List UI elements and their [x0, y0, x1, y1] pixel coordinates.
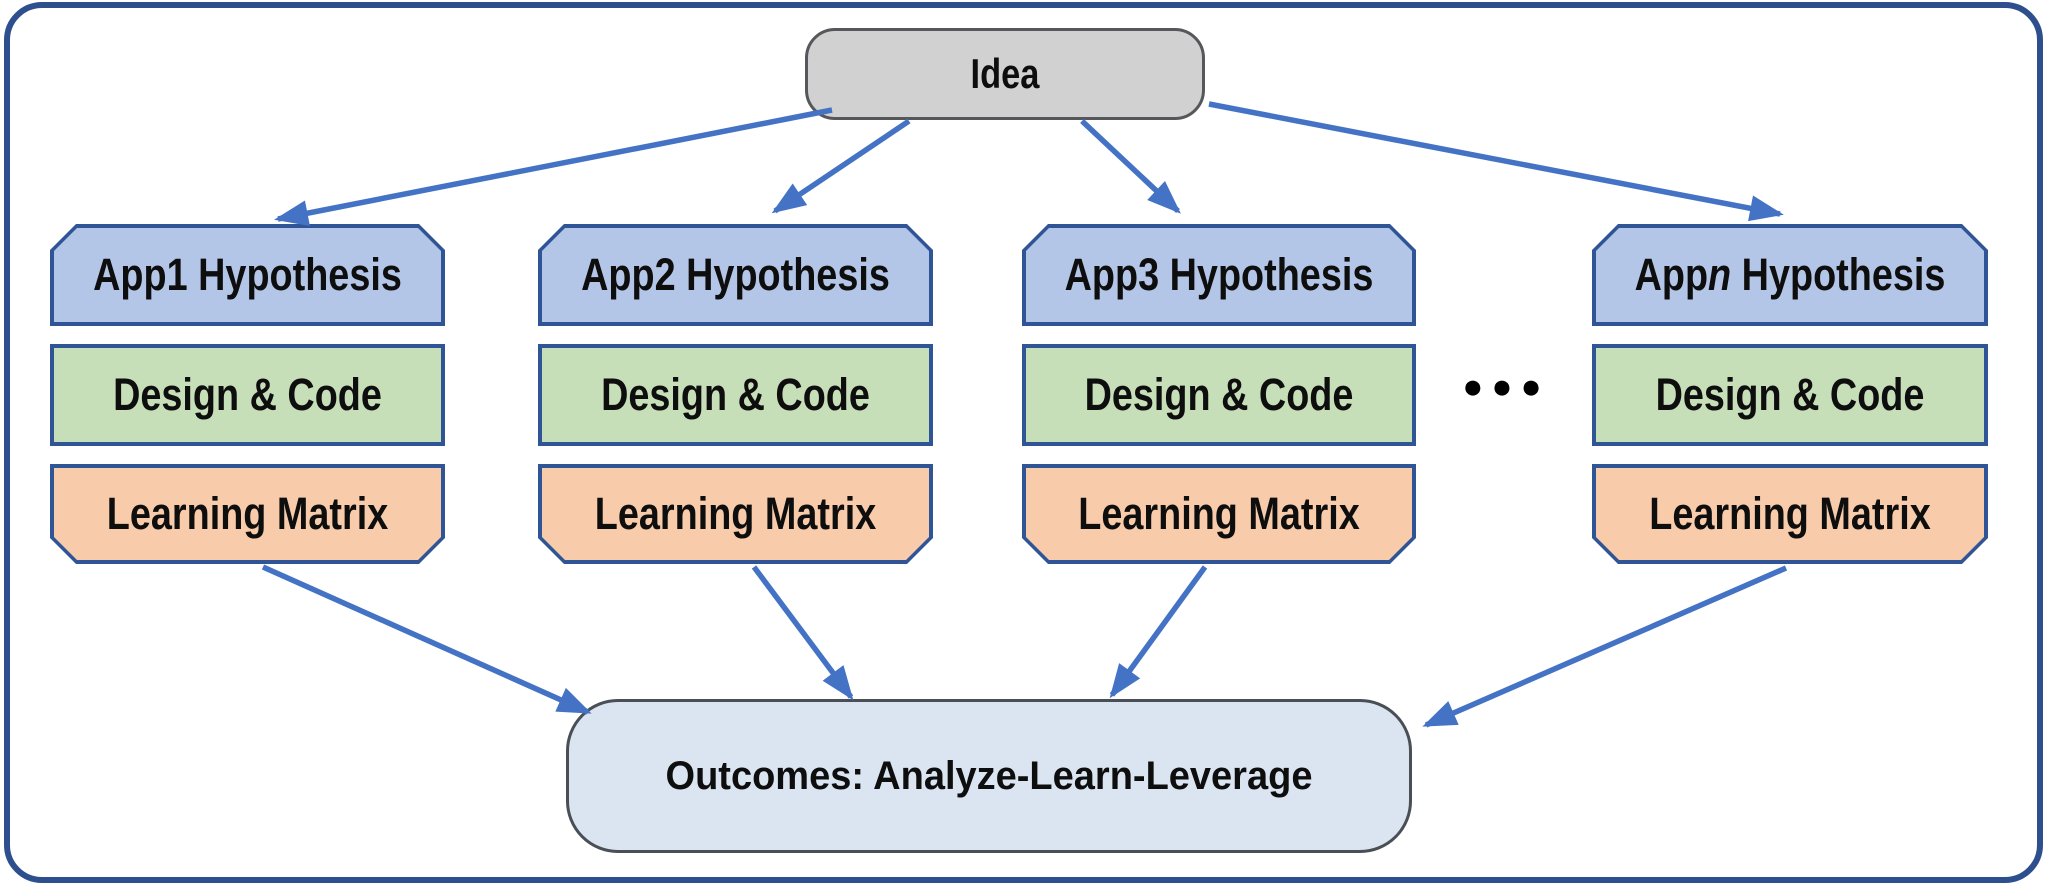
outcomes-node: Outcomes: Analyze-Learn-Leverage: [566, 699, 1412, 853]
hypothesis-suffix: Hypothesis: [1159, 249, 1374, 300]
learning-matrix-node-app1-fill: [54, 468, 441, 560]
design-code-label-app2: Design & Code: [601, 369, 870, 420]
hypothesis-prefix: App: [1064, 249, 1139, 300]
learning-matrix-node-appn-fill: [1596, 468, 1984, 560]
design-code-node-app3: Design & Code: [1022, 344, 1416, 446]
design-code-label-appn: Design & Code: [1655, 369, 1925, 420]
idea-node: Idea: [805, 28, 1205, 120]
learning-matrix-node-appn: Learning Matrix: [1592, 464, 1988, 564]
learning-matrix-node-app2-fill: [542, 468, 929, 560]
learning-matrix-label-app3: Learning Matrix: [1078, 488, 1360, 539]
hypothesis-var: n: [1708, 249, 1732, 300]
hypothesis-prefix: App: [93, 249, 167, 300]
outcomes-label: Outcomes: Analyze-Learn-Leverage: [665, 753, 1313, 798]
learning-matrix-label-app1: Learning Matrix: [106, 488, 389, 539]
hypothesis-node-app3-fill: [1026, 228, 1412, 322]
hypothesis-var: 2: [654, 249, 676, 300]
design-code-label-app1: Design & Code: [113, 369, 382, 420]
learning-matrix-node-app3-fill: [1026, 468, 1412, 560]
design-code-node-app1: Design & Code: [50, 344, 445, 446]
hypothesis-suffix: Hypothesis: [1731, 249, 1946, 300]
learning-matrix-node-app2: Learning Matrix: [538, 464, 933, 564]
learning-matrix-label-appn: Learning Matrix: [1649, 488, 1931, 539]
hypothesis-var: 3: [1138, 249, 1160, 300]
learning-matrix-node-app3: Learning Matrix: [1022, 464, 1416, 564]
hypothesis-node-app1-fill: [54, 228, 441, 322]
hypothesis-node-app2-fill: [542, 228, 929, 322]
hypothesis-suffix: Hypothesis: [187, 249, 402, 300]
diagram-frame: [4, 2, 2043, 883]
design-code-node-app2: Design & Code: [538, 344, 933, 446]
hypothesis-suffix: Hypothesis: [675, 249, 890, 300]
ellipsis-icon: ●●●: [1462, 367, 1550, 406]
idea-label: Idea: [970, 50, 1040, 97]
learning-matrix-label-app2: Learning Matrix: [594, 488, 877, 539]
hypothesis-node-appn-fill: [1596, 228, 1984, 322]
design-code-label-app3: Design & Code: [1084, 369, 1354, 420]
hypothesis-prefix: App: [1634, 249, 1709, 300]
learning-matrix-node-app1: Learning Matrix: [50, 464, 445, 564]
hypothesis-var: 1: [166, 249, 188, 300]
design-code-node-appn: Design & Code: [1592, 344, 1988, 446]
hypothesis-prefix: App: [581, 249, 655, 300]
